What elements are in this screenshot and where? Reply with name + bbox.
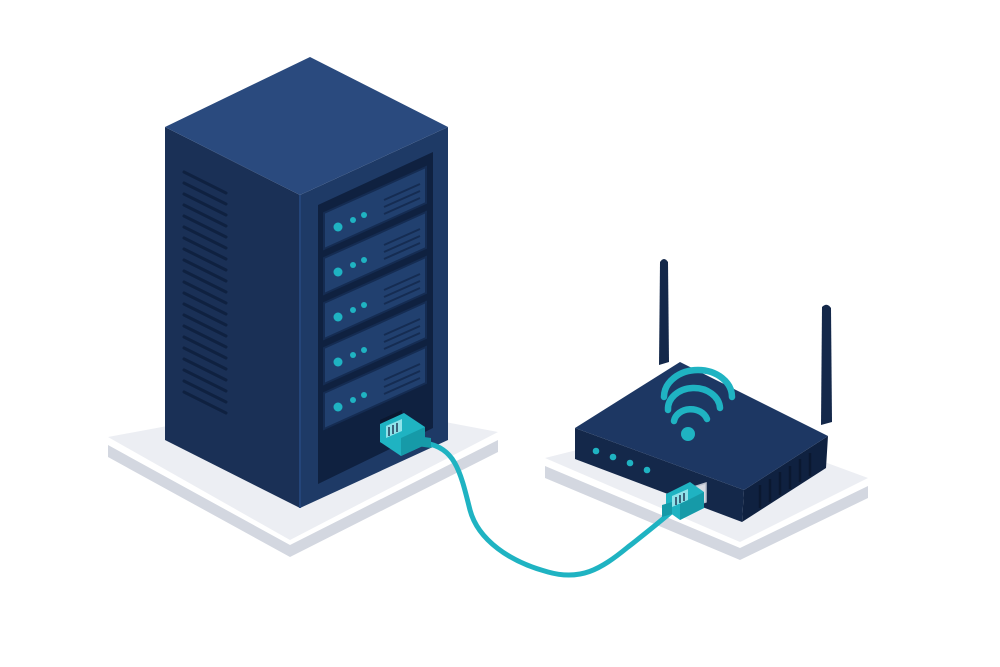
router-antenna-right [821,304,832,425]
router-status-leds [592,447,651,474]
drive-led-icon [361,302,367,308]
server-top-face [165,57,448,195]
drive-led-icon [350,217,356,223]
drive-bay [323,255,427,341]
status-led-icon [626,459,634,467]
router-top-face [575,362,828,490]
drive-bay [323,300,427,386]
drive-bay [323,345,427,431]
drive-led-icon [333,357,343,367]
status-led-icon [609,453,617,461]
drive-led-icon [350,397,356,403]
drive-led-icon [350,352,356,358]
drive-led-icon [333,312,343,322]
router-cable-plug [662,482,704,520]
drive-led-icon [361,347,367,353]
drive-led-icon [350,262,356,268]
server-tower-icon [165,57,448,508]
drive-led-icon [350,307,356,313]
router-antenna-left [659,259,669,365]
router-side-vents [758,453,812,508]
drive-bay [323,165,427,251]
drive-led-icon [361,212,367,218]
server-drive-bays [323,165,427,431]
drive-led-icon [361,392,367,398]
ethernet-cable-icon [380,413,704,578]
router-side-face [742,436,828,522]
drive-led-icon [333,267,343,277]
cable-wire [422,440,679,578]
status-led-icon [592,447,600,455]
server-side-vents [182,170,228,415]
status-led-icon [643,466,651,474]
drive-led-icon [333,222,343,232]
server-cable-plug [380,413,431,456]
drive-led-icon [361,257,367,263]
drive-led-icon [333,402,343,412]
drive-bay [323,210,427,296]
wifi-icon [660,366,736,441]
